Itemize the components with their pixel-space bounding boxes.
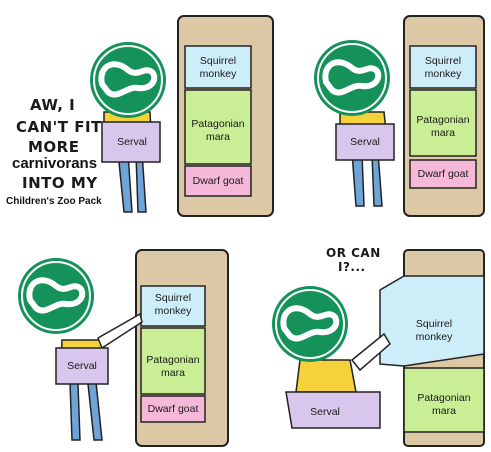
logo-icon	[90, 42, 166, 118]
panel-1	[90, 15, 274, 217]
label-squirrel-1: Squirrel	[424, 55, 462, 67]
label-serval: Serval	[67, 360, 97, 372]
label-squirrel-2: monkey	[199, 68, 237, 80]
squirrel-monkey-box	[140, 285, 206, 327]
patagonian-mara-box	[184, 89, 252, 165]
speech-bottom-line-1: OR CAN	[326, 246, 381, 260]
panel-4	[272, 249, 485, 447]
label-squirrel-2: monkey	[415, 331, 453, 343]
label-squirrel-1: Squirrel	[154, 292, 192, 304]
label-mara-1: Patagonian	[417, 392, 471, 404]
logo-icon	[272, 286, 348, 362]
overlay-word: carnivorans	[12, 155, 98, 172]
speech-line-2: CAN'T FIT	[16, 118, 102, 136]
patagonian-mara-box	[409, 89, 477, 157]
label-goat: Dwarf goat	[147, 403, 199, 415]
dwarf-goat-box	[184, 165, 252, 197]
caption: Children's Zoo Pack	[6, 196, 102, 207]
squirrel-monkey-box	[409, 45, 477, 89]
label-mara-1: Patagonian	[146, 354, 200, 366]
dwarf-goat-box	[409, 159, 477, 189]
label-squirrel-2: monkey	[154, 305, 192, 317]
label-goat: Dwarf goat	[192, 175, 244, 187]
label-mara-1: Patagonian	[191, 118, 245, 130]
logo-icon	[314, 40, 390, 116]
serval-card	[285, 391, 381, 429]
label-squirrel-1: Squirrel	[415, 318, 453, 330]
speech-line-4: INTO MY	[22, 174, 98, 192]
label-goat: Dwarf goat	[417, 168, 469, 180]
serval-card	[101, 121, 161, 163]
label-squirrel-2: monkey	[424, 68, 462, 80]
patagonian-mara-box	[140, 327, 206, 395]
label-mara-1: Patagonian	[416, 114, 470, 126]
dwarf-goat-box	[140, 395, 206, 423]
serval-card	[55, 347, 109, 385]
patagonian-mara-box	[403, 367, 485, 433]
label-squirrel-1: Squirrel	[199, 55, 237, 67]
squirrel-monkey-box	[379, 275, 485, 367]
label-serval: Serval	[117, 136, 147, 148]
serval-card	[335, 123, 395, 161]
speech-line-1: AW, I	[30, 96, 76, 114]
panel-2	[314, 15, 485, 217]
speech-bottom-line-2: I?...	[338, 260, 366, 274]
label-mara-2: mara	[432, 405, 456, 417]
label-serval: Serval	[310, 406, 340, 418]
label-mara-2: mara	[431, 127, 455, 139]
squirrel-monkey-box	[184, 45, 252, 89]
label-mara-2: mara	[206, 131, 230, 143]
speech-line-3: MORE	[28, 138, 80, 156]
panel-3	[18, 249, 229, 447]
logo-icon	[18, 258, 94, 334]
label-serval: Serval	[350, 136, 380, 148]
label-mara-2: mara	[161, 367, 185, 379]
